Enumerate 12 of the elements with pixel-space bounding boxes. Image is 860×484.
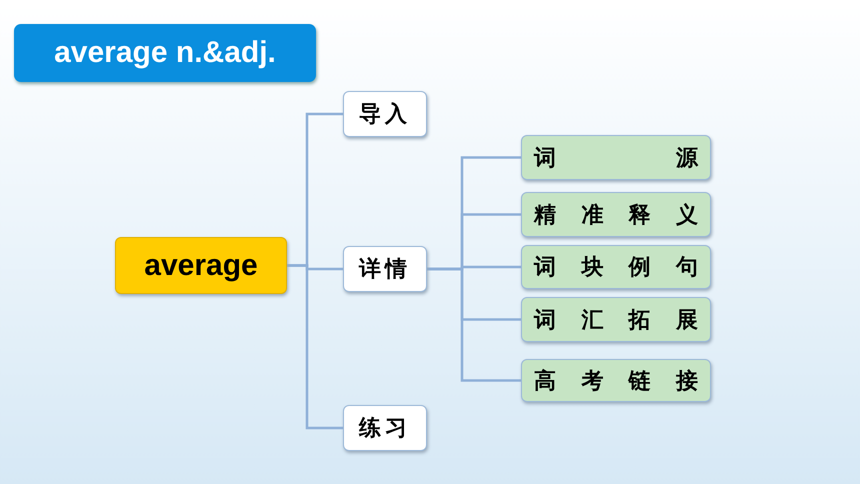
title-banner: average n.&adj. bbox=[14, 24, 316, 82]
subtopic-box: 精 准 释 义 bbox=[521, 192, 711, 237]
connector-line bbox=[287, 264, 343, 430]
root-topic-box: average bbox=[115, 237, 287, 294]
topic-box: 导入 bbox=[343, 91, 427, 137]
subtopic-box: 词 块 例 句 bbox=[521, 245, 711, 289]
subtopic-box: 高 考 链 接 bbox=[521, 359, 711, 402]
subtopic-box: 词 汇 拓 展 bbox=[521, 297, 711, 342]
topic-box: 详情 bbox=[343, 246, 427, 292]
subtopic-box: 词 源 bbox=[521, 135, 711, 180]
topic-box: 练习 bbox=[343, 405, 427, 451]
connector-line bbox=[427, 268, 521, 382]
